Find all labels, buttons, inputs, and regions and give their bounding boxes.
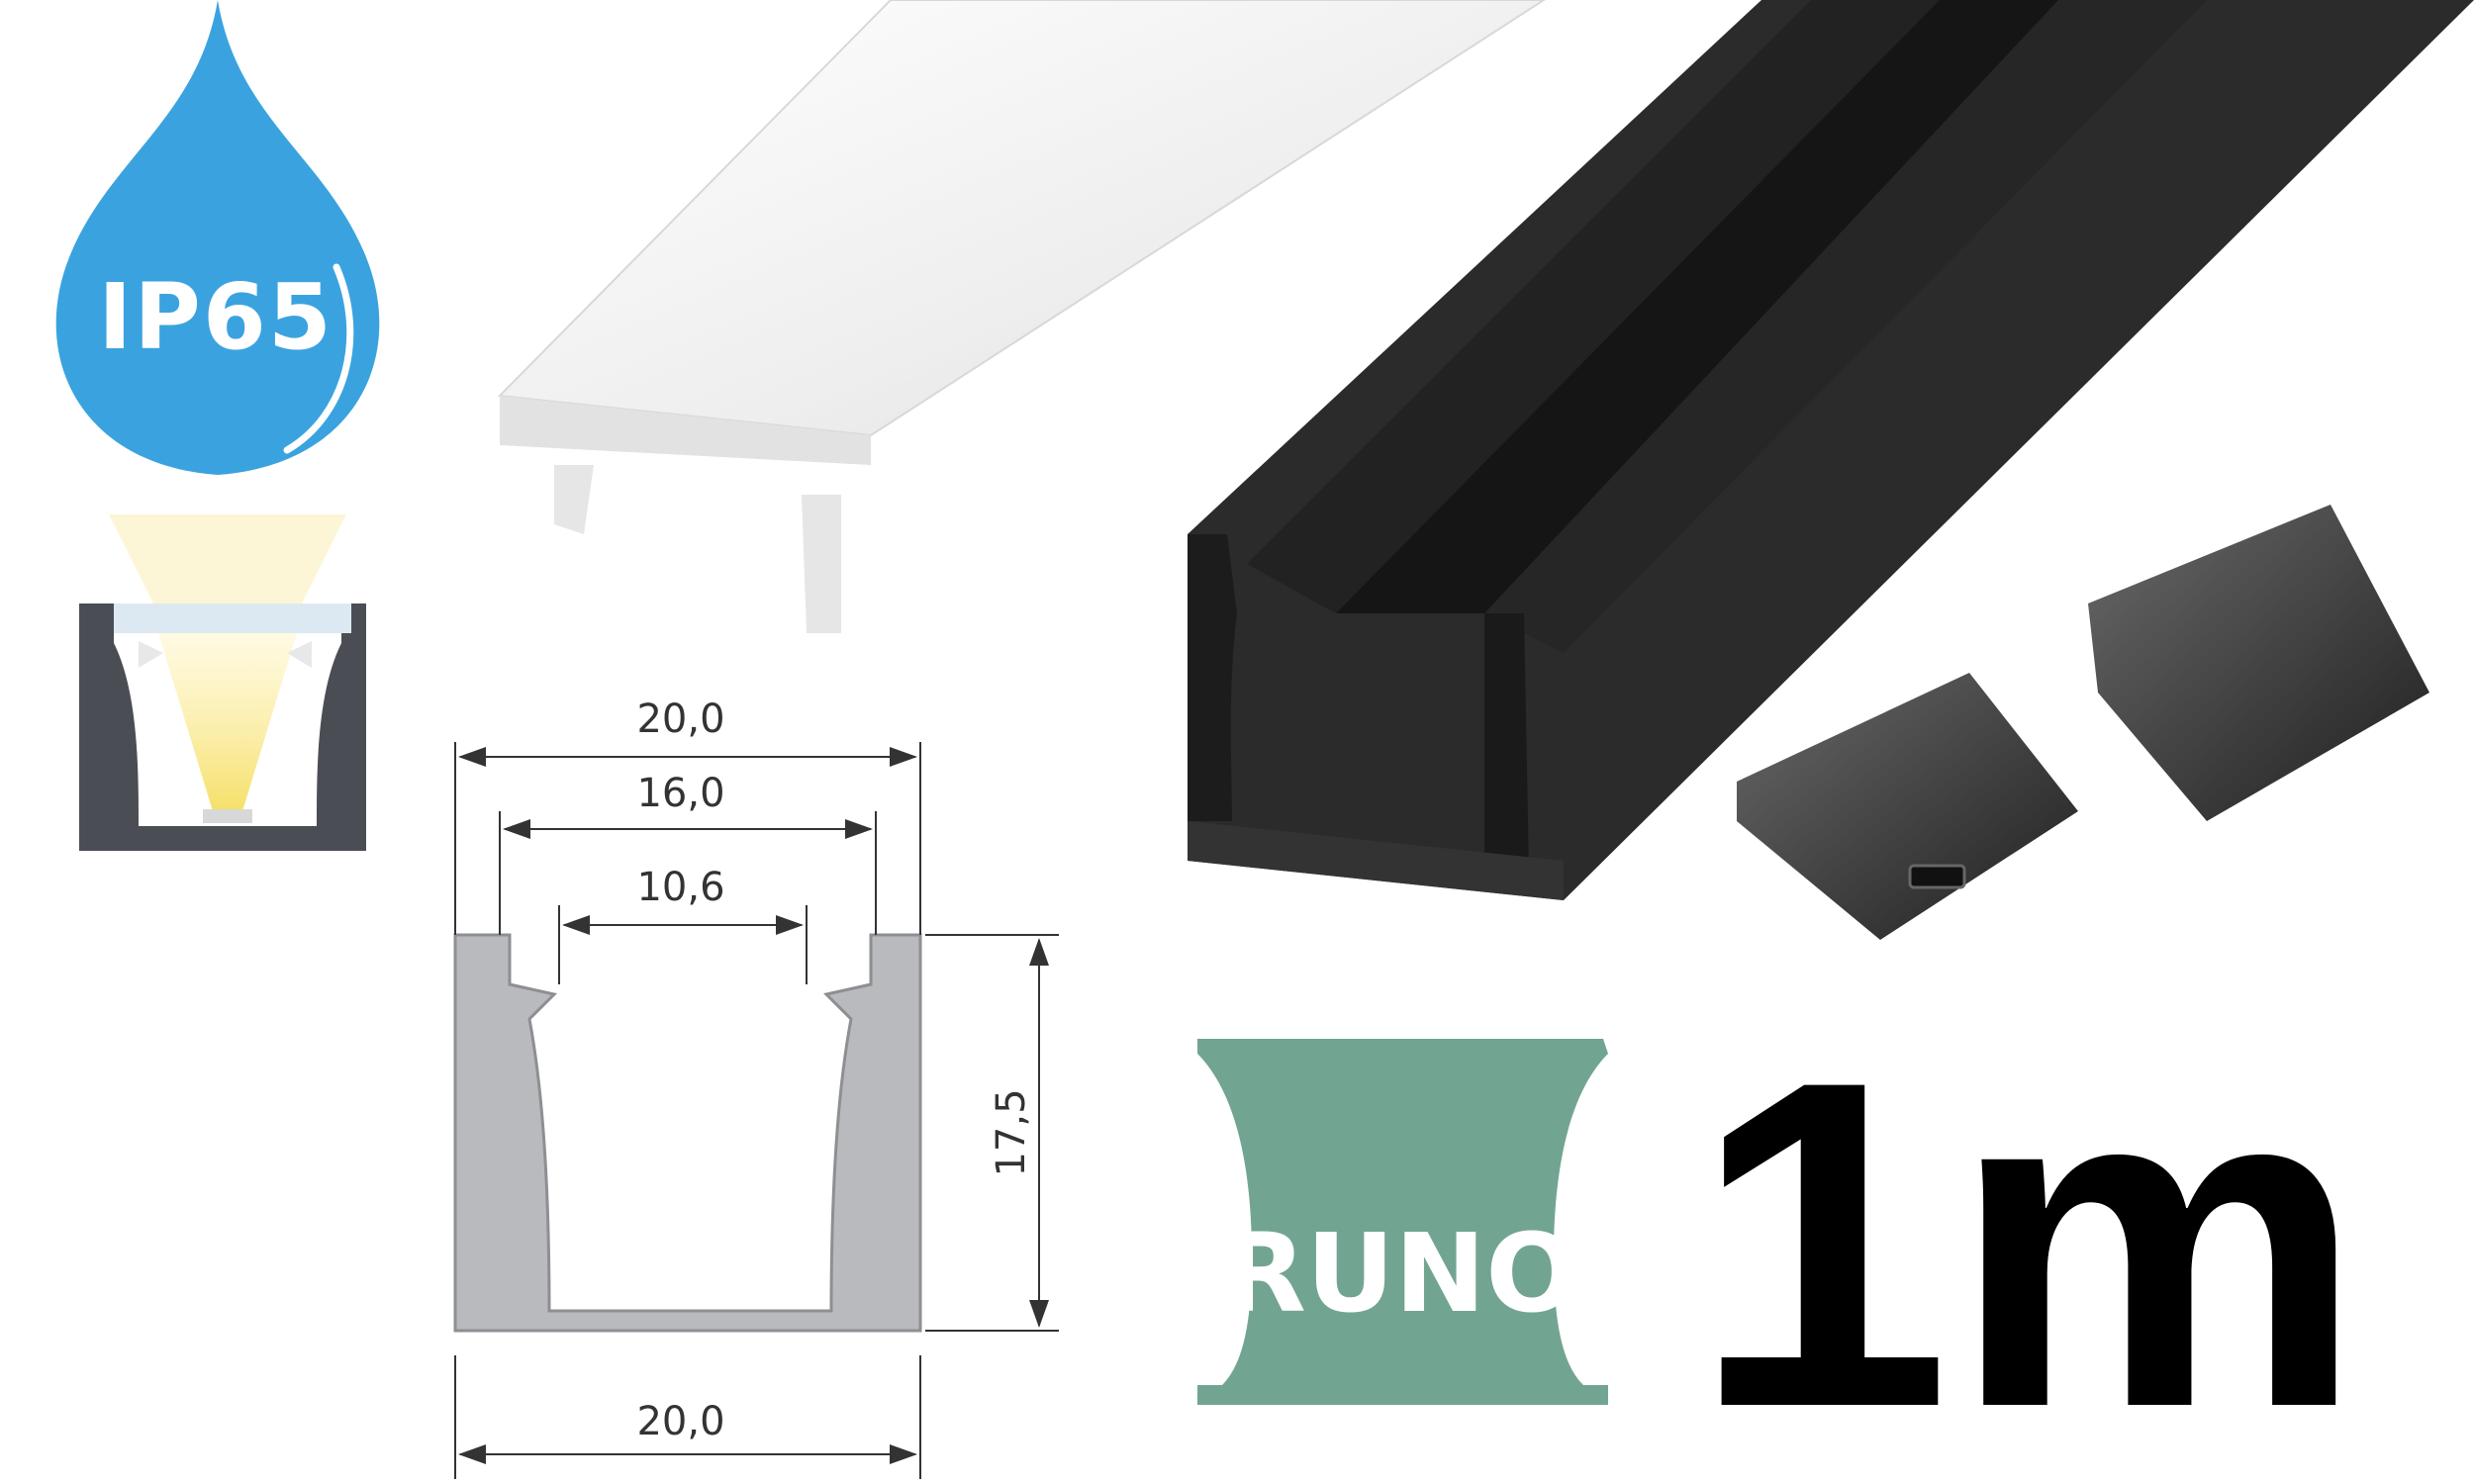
dim-outer-width-bottom: 20,0 [636, 1399, 724, 1444]
end-cap-right [2088, 505, 2429, 821]
ip65-label: IP65 [98, 264, 333, 370]
length-label: 1m [1692, 984, 2364, 1484]
dim-inner-width: 16,0 [636, 771, 724, 816]
light-profile-icon [79, 514, 366, 851]
end-cap-left [1737, 673, 2078, 940]
dim-opening-width: 10,6 [636, 865, 724, 910]
dim-height: 17,5 [989, 1088, 1034, 1176]
diffuser-cover [497, 0, 1546, 633]
dimension-lines [454, 742, 1059, 1479]
dim-outer-width-top: 20,0 [636, 696, 724, 742]
ip65-drop-icon [55, 0, 380, 475]
runo-logo [1197, 1039, 1608, 1405]
profile-drawing [453, 933, 922, 1333]
black-profile [1188, 0, 2474, 900]
runo-label: RUNO [1222, 1210, 1578, 1337]
